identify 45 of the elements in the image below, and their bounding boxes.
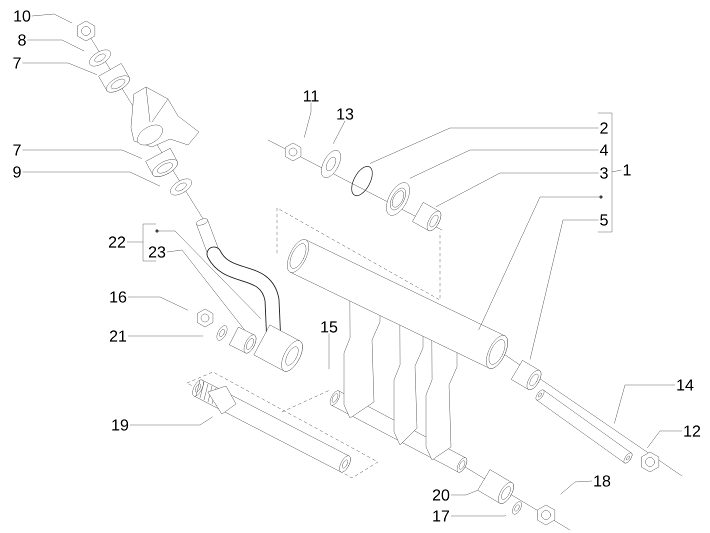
- leader-line: [328, 334, 330, 370]
- callout-number: 15: [321, 321, 338, 333]
- leader-line: [370, 128, 599, 164]
- leader-line: [27, 40, 84, 52]
- callout-number: 16: [110, 291, 126, 303]
- callout-number: 5: [600, 214, 608, 226]
- callout-number: 13: [337, 108, 354, 120]
- leader-line: [478, 112, 622, 330]
- leader-line: [22, 62, 97, 75]
- callout-number: 17: [433, 510, 450, 522]
- leader-line: [647, 430, 682, 448]
- callout-number: 12: [684, 425, 700, 437]
- leader-line: [130, 416, 213, 426]
- leader-line: [333, 120, 346, 144]
- callout-number: 23: [148, 246, 166, 258]
- callout-number: 14: [677, 380, 694, 390]
- callout-number: 1: [624, 164, 631, 176]
- callout-number: 3: [600, 167, 608, 179]
- leader-line: [32, 14, 72, 24]
- leader-line: [450, 490, 478, 496]
- callout-number: 8: [18, 34, 26, 46]
- leader-line: [304, 102, 312, 138]
- leader-line: [22, 172, 160, 186]
- callout-number: 21: [110, 330, 126, 342]
- leader-line: [530, 220, 599, 360]
- leader-line: [410, 150, 599, 178]
- leader-line: [560, 480, 592, 494]
- leader-line: [128, 296, 188, 310]
- leader-line: [436, 172, 599, 207]
- callout-number: 7: [13, 58, 21, 68]
- callout-number: 19: [112, 419, 128, 431]
- callout-number: 2: [600, 122, 608, 134]
- callout-number: 11: [304, 90, 319, 102]
- leader-line: [450, 515, 506, 516]
- leader-line: [22, 150, 142, 159]
- leader-line: [126, 224, 261, 319]
- callout-number: 10: [14, 10, 30, 22]
- callout-number: 9: [13, 166, 21, 178]
- leader-line: [614, 384, 676, 424]
- callout-number: 20: [432, 489, 450, 501]
- callout-number: 22: [108, 236, 126, 248]
- callout-number: 7: [13, 144, 21, 156]
- leader-line: [166, 250, 245, 330]
- callout-number: 18: [594, 475, 610, 487]
- callout-number: 4: [600, 144, 608, 156]
